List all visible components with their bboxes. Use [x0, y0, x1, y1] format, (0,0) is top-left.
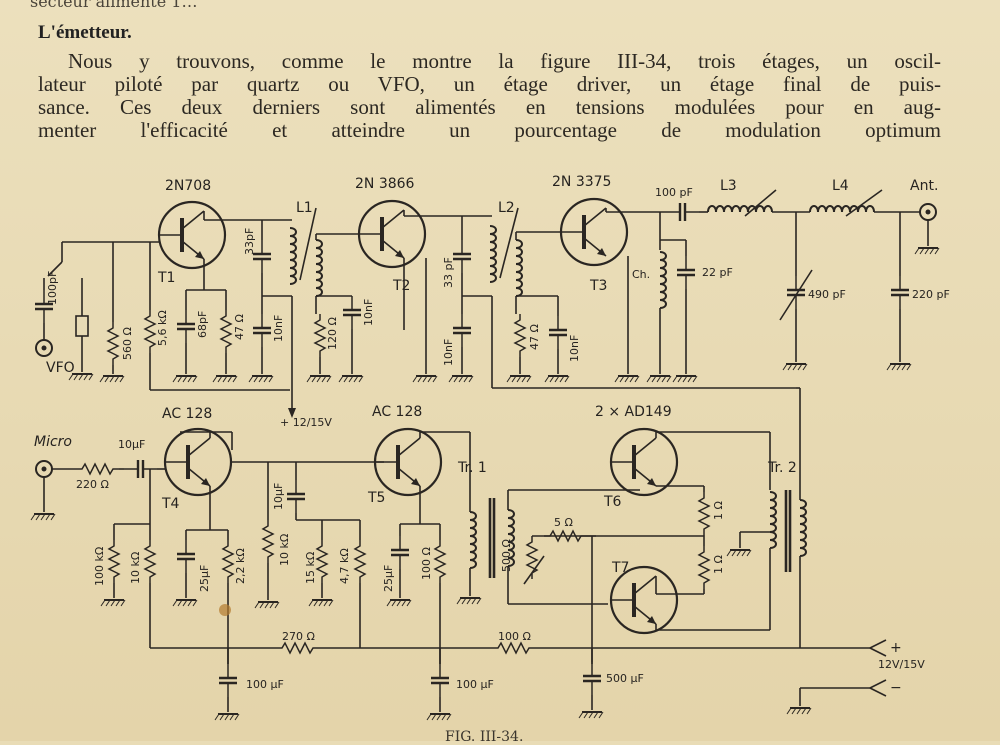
r560-label: 560 Ω [121, 327, 134, 360]
r500-label: 500 Ω [500, 539, 513, 572]
r47a-label: 47 Ω [233, 314, 246, 340]
c10na-label: 10nF [272, 315, 285, 342]
transistor-t6 [609, 427, 679, 497]
tr1-label: Tr. 1 [457, 460, 487, 476]
body-paragraph: Nous y trouvons, comme le montre la figu… [38, 50, 968, 142]
r56k-label: 5,6 kΩ [156, 310, 169, 346]
c33b-label: 33 pF [442, 257, 455, 288]
c25a-label: 25µF [198, 565, 211, 592]
c33a-label: 33pF [243, 228, 256, 255]
r10k-label: 10 kΩ [129, 552, 142, 584]
c25b-label: 25µF [382, 565, 395, 592]
r100k-label: 100 kΩ [93, 547, 106, 586]
t5-ref-label: T5 [367, 490, 385, 506]
t2-type-label: 2N 3866 [355, 176, 415, 192]
r120-label: 120 Ω [326, 317, 339, 350]
r15k-label: 15 kΩ [304, 552, 317, 584]
c10nc-label: 10nF [442, 339, 455, 366]
micro-label: Micro [34, 434, 72, 450]
transistor-t7 [609, 565, 679, 635]
supply-af-label: 12V/15V [878, 658, 925, 671]
r270-label: 270 Ω [282, 630, 315, 643]
transistor-t5 [373, 427, 443, 497]
quartz-crystal [75, 315, 89, 337]
l3-label: L3 [720, 178, 737, 194]
figure-caption: FIG. III-34. [445, 729, 524, 745]
c10nd-label: 10nF [568, 335, 581, 362]
vfo-label: VFO [46, 360, 75, 376]
l2-label: L2 [498, 200, 515, 216]
paragraph-line-3: sance. Ces deux derniers sont alimentés … [38, 95, 941, 119]
r1b-label: 1 Ω [712, 555, 725, 574]
t4-type-label: AC 128 [162, 406, 212, 422]
paragraph-line-2: lateur piloté par quartz ou VFO, un étag… [38, 72, 941, 96]
r100b-label: 100 Ω [498, 630, 531, 643]
t3-ref-label: T3 [589, 278, 607, 294]
transistor-t3 [559, 197, 629, 267]
c490-label: 490 pF [808, 288, 846, 301]
c220p-label: 220 pF [912, 288, 950, 301]
c100uf-b-label: 100 µF [456, 678, 494, 691]
paragraph-line-4: menter l'efficacité et atteindre un pour… [38, 118, 941, 142]
c22-label: 22 pF [702, 266, 733, 279]
tr2-label: Tr. 2 [767, 460, 797, 476]
r100-label: 100 Ω [420, 547, 433, 580]
antenna-label: Ant. [910, 178, 938, 194]
r47b-label: 47 Ω [528, 324, 541, 350]
vfo-cap-label: 100pF [46, 271, 59, 305]
transistor-t1 [157, 200, 227, 270]
supply-rf-label: + 12/15V [280, 416, 332, 429]
r5-label: 5 Ω [554, 516, 573, 529]
c10uf-a-label: 10µF [118, 438, 145, 451]
t5-type-label: AC 128 [372, 404, 422, 420]
t7-ref-label: T7 [611, 560, 629, 576]
l1-label: L1 [296, 200, 313, 216]
section-heading: L'émetteur. [38, 22, 132, 43]
c10uf-b-label: 10µF [272, 483, 285, 510]
r1a-label: 1 Ω [712, 501, 725, 520]
transistor-t2 [357, 199, 427, 269]
c100uf-a-label: 100 µF [246, 678, 284, 691]
t67-type-label: 2 × AD149 [595, 404, 672, 420]
r10k-b-label: 10 kΩ [278, 534, 291, 566]
r220-label: 220 Ω [76, 478, 109, 491]
ch-label: Ch. [632, 268, 650, 281]
c100pf-label: 100 pF [655, 186, 693, 199]
c10nb-label: 10nF [362, 299, 375, 326]
svg-text:+: + [890, 640, 902, 656]
c68-label: 68pF [196, 311, 209, 338]
l4-label: L4 [832, 178, 849, 194]
t1-type-label: 2N708 [165, 178, 211, 194]
t2-ref-label: T2 [392, 278, 410, 294]
cut-off-line: secteur alimenté 1… [30, 0, 198, 11]
paragraph-line-1: Nous y trouvons, comme le montre la figu… [68, 49, 941, 73]
t1-ref-label: T1 [157, 270, 175, 286]
t3-type-label: 2N 3375 [552, 174, 611, 190]
c500uf-label: 500 µF [606, 672, 644, 685]
t6-ref-label: T6 [603, 494, 622, 510]
svg-text:−: − [890, 680, 902, 696]
r22k-label: 2,2 kΩ [234, 548, 247, 584]
r47k-label: 4,7 kΩ [338, 548, 351, 584]
transistor-t4 [163, 427, 233, 497]
t4-ref-label: T4 [161, 496, 180, 512]
